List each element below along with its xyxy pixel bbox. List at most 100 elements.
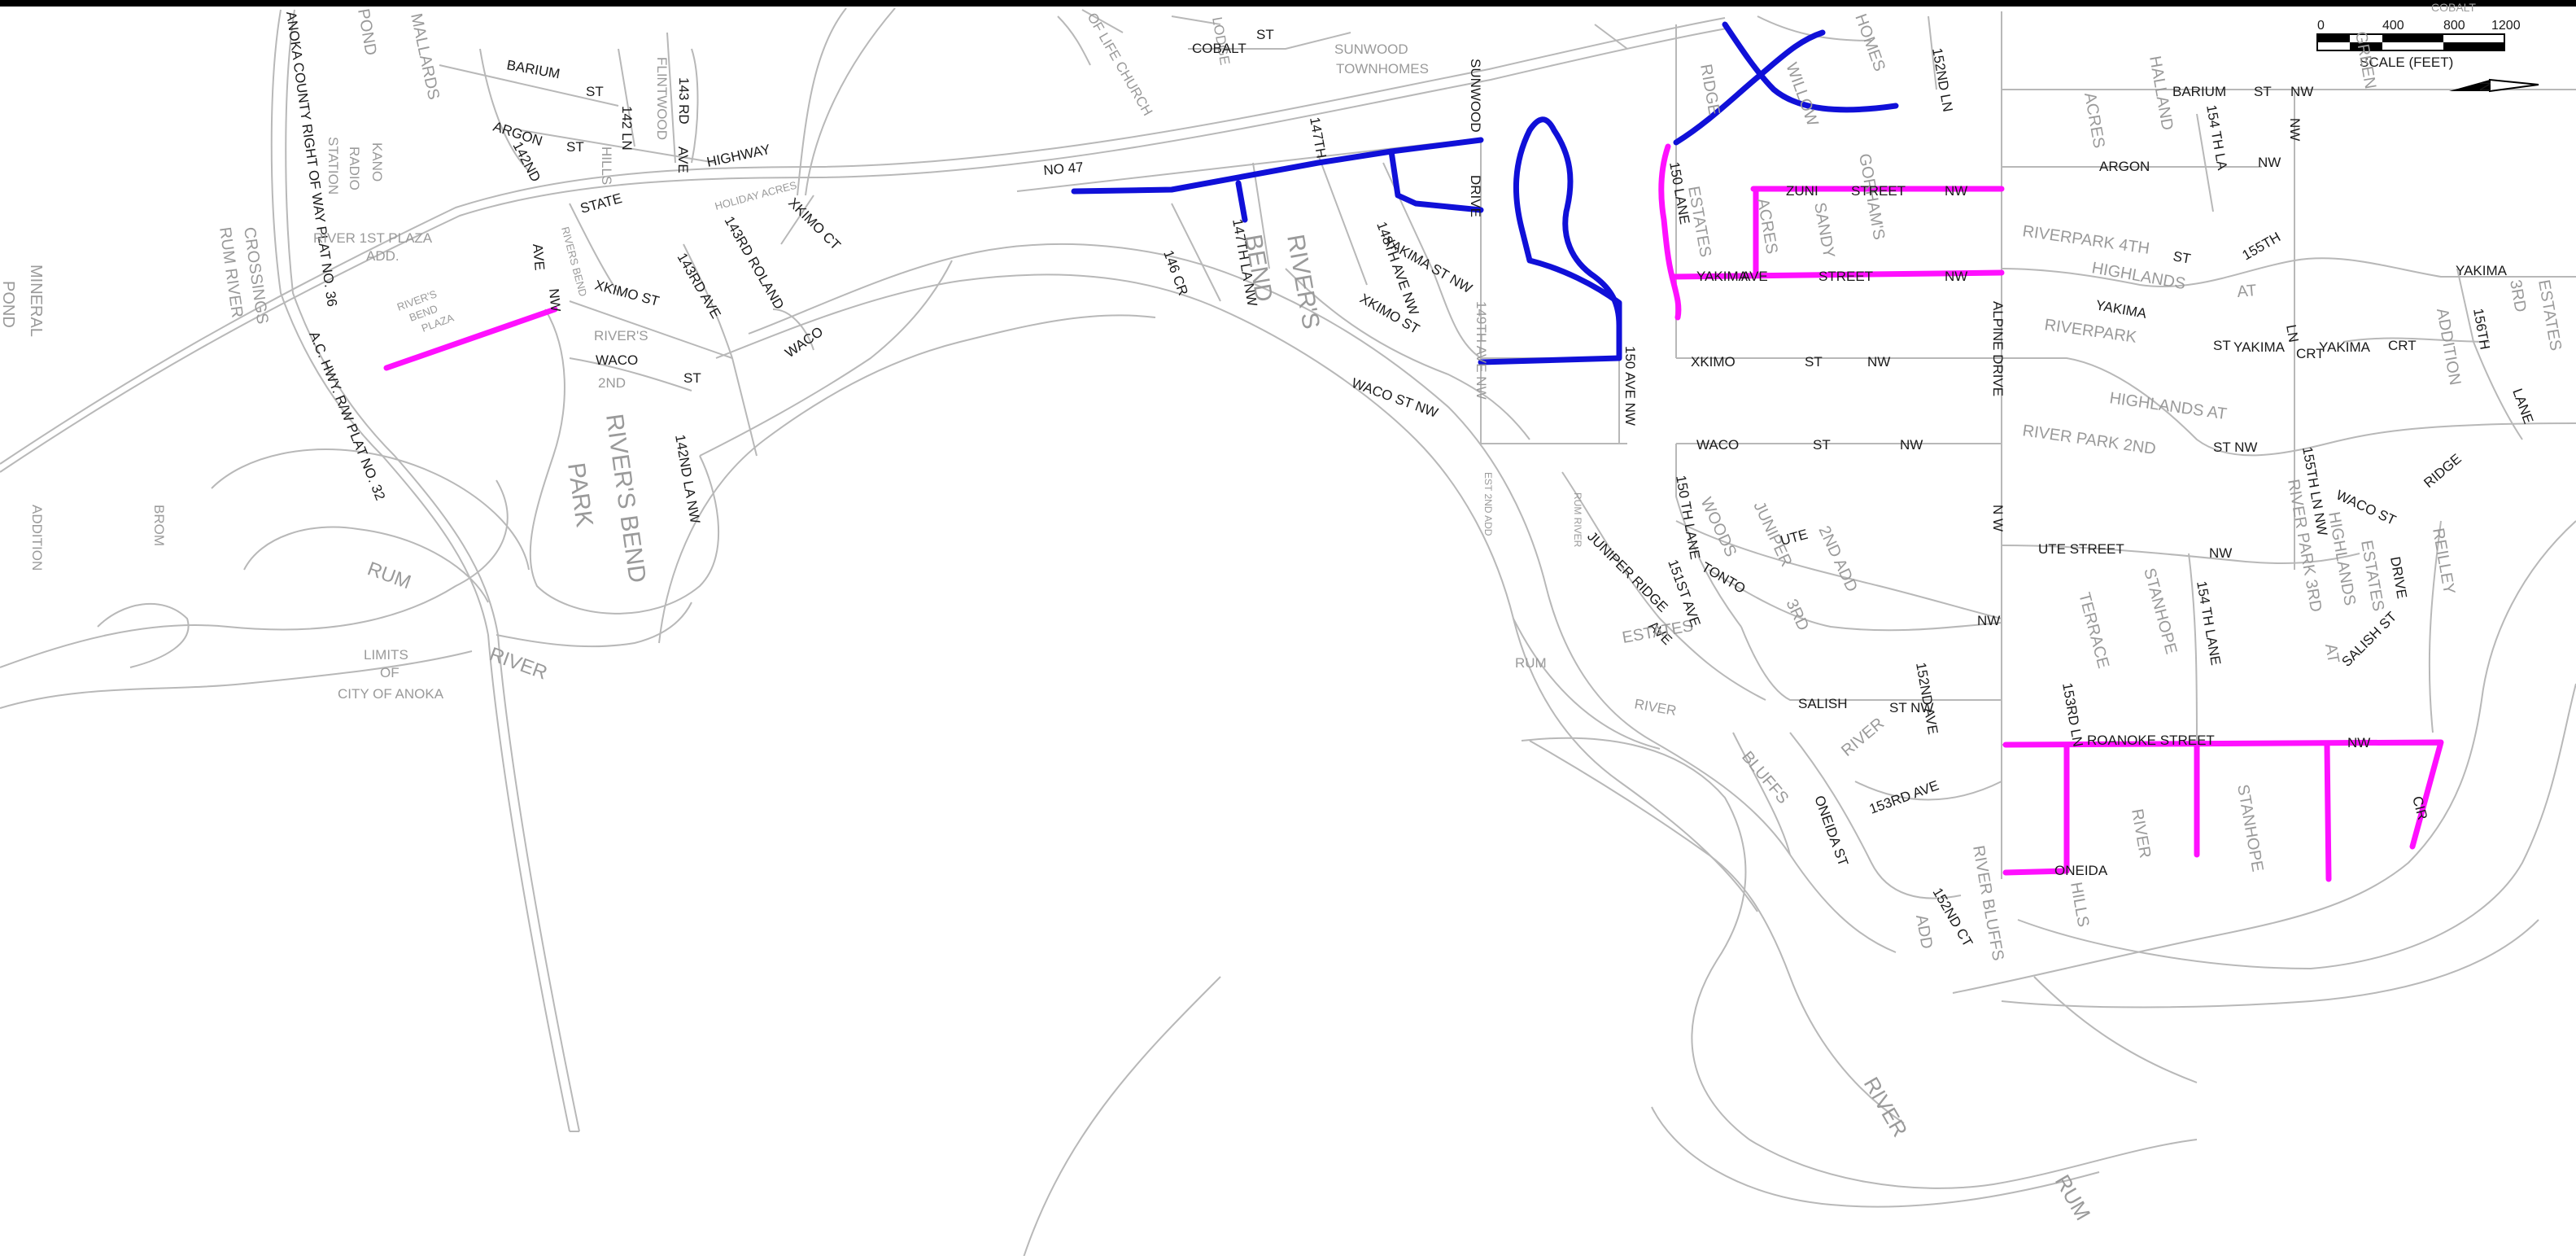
label-zuni: ZUNI [1786, 183, 1818, 199]
label-no47: NO 47 [1043, 160, 1085, 178]
label-city-anoka: CITY OF ANOKA [338, 686, 444, 702]
magenta-route-roanoke [2002, 739, 2444, 850]
blue-route-loop [1478, 116, 1622, 365]
label-acres-r: ACRES [2080, 91, 2108, 150]
label-yakima-nw: NW [1945, 269, 1967, 284]
label-kano: KANO [369, 142, 385, 182]
label-estates-r2: ESTATES [2357, 539, 2387, 613]
label-est-2nd-add: EST 2ND ADD [1482, 472, 1494, 536]
label-river-r: RIVER [2128, 807, 2154, 860]
label-cobalt: COBALT [1192, 41, 1247, 56]
west-bank-4 [0, 650, 473, 709]
label-ute: UTE [1779, 527, 1810, 549]
label-highway: HIGHWAY [705, 142, 772, 170]
north-arrow-icon: N [2449, 78, 2539, 93]
highway-47-south-edge [0, 28, 1727, 473]
label-waco-st-c: WACO ST NW [1350, 375, 1440, 421]
label-142ln: 142 LN [619, 106, 635, 151]
label-homes: HOMES [1851, 11, 1888, 73]
label-waco-nw-e: NW [1900, 437, 1923, 453]
label-154th-lane: 154 TH LANE [2194, 580, 2224, 666]
label-terrace: TERRACE [2075, 591, 2112, 671]
label-estates-r: ESTATES [2535, 278, 2565, 352]
scale-title: SCALE (FEET) [2360, 55, 2453, 70]
label-2nd-add: 2ND ADD [1814, 523, 1861, 595]
label-s-yakima: ST [2213, 338, 2231, 353]
label-rivers-bend-park: RIVER'S BEND [600, 412, 651, 584]
magenta-route-stub [1669, 273, 1682, 321]
label-stanhope-r: STANHOPE [2233, 783, 2267, 873]
label-state: STATE [579, 190, 623, 217]
label-ln: LN [2283, 323, 2301, 343]
label-brom: BROM [151, 505, 167, 546]
label-2nd: 2ND [598, 375, 626, 391]
label-zuni-nw: NW [1945, 183, 1967, 199]
label-alpine-drive: ALPINE DRIVE [1990, 301, 2006, 396]
label-highlands-r: HIGHLANDS [2325, 510, 2359, 607]
west-island [97, 602, 190, 668]
blue-route-willow-2 [1722, 21, 1899, 113]
ute-street-line [2001, 545, 2360, 564]
scale-tick-800: 800 [2443, 19, 2465, 33]
label-oneida-st: ONEIDA ST [1811, 794, 1851, 868]
label-river-south: RIVER [1859, 1073, 1913, 1141]
label-barium-st: ST [586, 84, 604, 99]
magenta-route-155th [2324, 742, 2332, 882]
label-xkimo-nw: NW [1867, 354, 1890, 370]
label-townhomes: TOWNHOMES [1336, 61, 1429, 77]
label-sunwood-drive: SUNWOOD [1468, 59, 1483, 133]
rivers-bend-curve [658, 314, 1156, 644]
label-flintwood: FLINTWOOD [654, 57, 670, 140]
label-hills: HILLS [599, 147, 614, 185]
label-nw-west: NW [546, 288, 563, 313]
south-river-bank [1521, 737, 2198, 1189]
magenta-route-153rd [2002, 742, 2070, 876]
blue-route-stub-b [1388, 148, 1484, 213]
label-152nd-ct: 152ND CT [1930, 886, 1976, 950]
label-rum-river-est: RUM RIVER [1572, 492, 1583, 548]
waco-st-c [1285, 268, 1530, 440]
label-153rd-ave: 153RD AVE [1867, 777, 1941, 816]
label-addition-w: ADDITION [29, 505, 45, 571]
label-roland: 143RD ROLAND [722, 214, 788, 313]
east-bank-1 [1952, 520, 2576, 994]
label-ave: AVE [675, 147, 691, 173]
label-n-w: N W [1990, 505, 2006, 532]
label-st-nw-hl: ST NW [2213, 440, 2257, 455]
label-riverpark: RIVERPARK [2043, 316, 2138, 347]
magenta-route-west [383, 306, 558, 371]
rum-river-north-bank [748, 243, 1897, 953]
label-nw-ute: NW [1977, 613, 2000, 628]
label-tonto: TONTO [1699, 559, 1749, 597]
rum-river-inner-bank [715, 273, 1758, 912]
oneida-st-line [1789, 732, 1962, 899]
scale-tick-0: 0 [2317, 19, 2325, 33]
label-143rd: 143 RD [676, 77, 692, 125]
label-xkimo: XKIMO [1691, 354, 1736, 370]
anoka-row-line-1 [270, 9, 570, 1132]
label-at: AT [2237, 282, 2258, 301]
label-rivers-c: RIVER'S [1281, 232, 1325, 330]
label-river-bluffs: RIVER [1838, 715, 1888, 760]
label-waco-east: WACO [1696, 437, 1739, 453]
label-150th-lane: 150 TH LANE [1673, 474, 1703, 560]
blue-route-147th [1071, 137, 1484, 195]
anoka-row-line-2 [285, 9, 580, 1132]
label-155th: 155TH [2240, 229, 2284, 263]
label-3rd: 3RD [1782, 597, 1812, 634]
label-oneida: ONEIDA [2054, 863, 2108, 878]
scale-bar: 0 400 800 1200 SCALE (FEET) [2316, 19, 2521, 70]
park-bottom [496, 602, 692, 648]
label-ac-hwy: A.C. HWY. R/W PLAT NO. 32 [306, 329, 388, 502]
label-drive-r: DRIVE [2387, 555, 2410, 599]
label-woods: WOODS [1696, 495, 1740, 560]
highlands-line [2002, 357, 2576, 457]
label-salish-st-r: SALISH ST [2338, 609, 2399, 670]
label-roanoke-street: ROANOKE STREET [2087, 733, 2215, 748]
label-of: OF [380, 665, 399, 680]
label-argon-st: ST [566, 139, 584, 155]
label-bluffs: BLUFFS [1738, 748, 1792, 807]
label-rum-south: RUM [2050, 1170, 2096, 1224]
